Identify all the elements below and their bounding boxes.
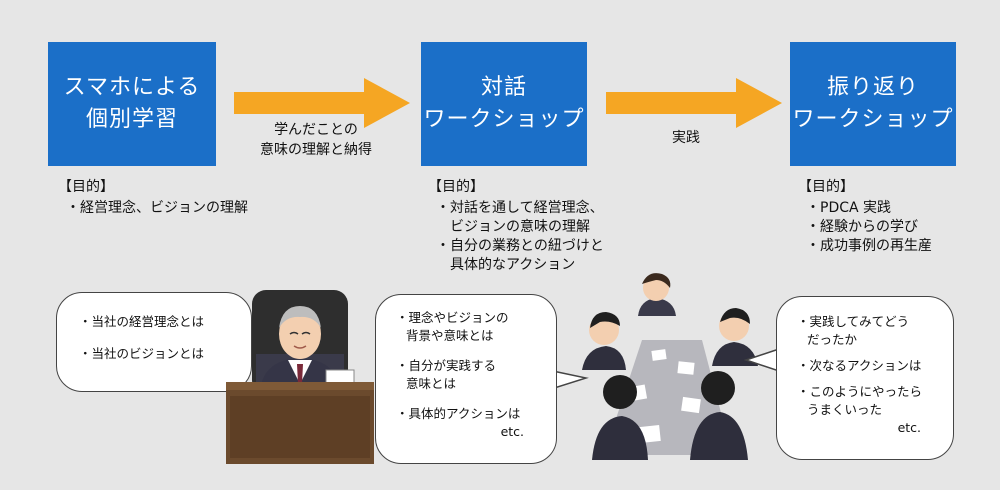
goals-step2: 【目的】 ・対話を通して経営理念、 ビジョンの意味の理解 ・自分の業務との紐づけ… (428, 178, 758, 275)
arrow-label-line2: 意味の理解と納得 (260, 142, 372, 158)
step-title-line2: ワークショップ (792, 107, 954, 132)
goals-heading: 【目的】 (428, 179, 484, 195)
speech-bubble-reflection: ・実践してみてどう だったか ・次なるアクションは ・このようにやったら うまく… (776, 296, 954, 460)
step-box-personal-learning: スマホによる 個別学習 (48, 42, 216, 166)
arrow-label-practice: 実践 (672, 130, 700, 146)
workshop-meeting-illustration (582, 273, 758, 460)
participant-front-right (690, 371, 748, 460)
goal-item: ・対話を通して経営理念、 ビジョンの意味の理解 (436, 200, 604, 235)
goal-item: ・経営理念、ビジョンの理解 (66, 200, 248, 216)
bubble-item: ・次なるアクションは (797, 358, 922, 373)
goals-step1: 【目的】 ・経営理念、ビジョンの理解 (58, 178, 378, 218)
bubble-item: ・理念やビジョンの 背景や意味とは (396, 310, 509, 343)
participant-top (638, 273, 676, 316)
arrow-right-icon (234, 78, 410, 128)
speech-bubble-ceo: ・当社の経営理念とは ・当社のビジョンとは (56, 292, 252, 392)
bubble-item: ・実践してみてどう だったか (797, 314, 910, 347)
bubble-etc: etc. (500, 424, 524, 439)
goal-item: ・経験からの学び (806, 219, 918, 235)
participant-left (582, 312, 626, 370)
bubble-item: ・当社の経営理念とは (79, 314, 205, 329)
step-box-dialogue-workshop: 対話 ワークショップ (421, 42, 587, 166)
step-box-reflection-workshop: 振り返り ワークショップ (790, 42, 956, 166)
goals-step3: 【目的】 ・PDCA 実践 ・経験からの学び ・成功事例の再生産 (798, 178, 998, 256)
arrow-label: 学んだことの 意味の理解と納得 (228, 120, 404, 160)
goal-item: ・自分の業務との紐づけと 具体的なアクション (436, 238, 604, 273)
step-title-line1: スマホによる (63, 75, 201, 100)
arrow-label: 実践 (646, 128, 726, 148)
bubble-etc: etc. (897, 420, 921, 435)
arrow-label-line1: 学んだことの (274, 122, 358, 138)
ceo-at-desk-illustration (226, 290, 374, 464)
goals-heading: 【目的】 (798, 179, 854, 195)
bubble-item: ・当社のビジョンとは (79, 346, 205, 361)
bubble-item: ・このようにやったら うまくいった (797, 384, 923, 417)
goals-heading: 【目的】 (58, 179, 114, 195)
goal-item: ・PDCA 実践 (806, 200, 892, 216)
bubble-item: ・自分が実践する 意味とは (396, 358, 497, 391)
step-title-line2: ワークショップ (423, 107, 585, 132)
arrow-right-icon (606, 78, 782, 128)
goal-item: ・成功事例の再生産 (806, 238, 932, 254)
bubble-item: ・具体的アクションは (396, 406, 521, 421)
participant-front-left (592, 375, 648, 460)
step-title-line2: 個別学習 (85, 107, 178, 132)
step-title-line1: 対話 (480, 75, 527, 100)
step-title-line1: 振り返り (826, 75, 919, 100)
speech-bubble-dialogue: ・理念やビジョンの 背景や意味とは ・自分が実践する 意味とは ・具体的アクショ… (375, 294, 557, 464)
